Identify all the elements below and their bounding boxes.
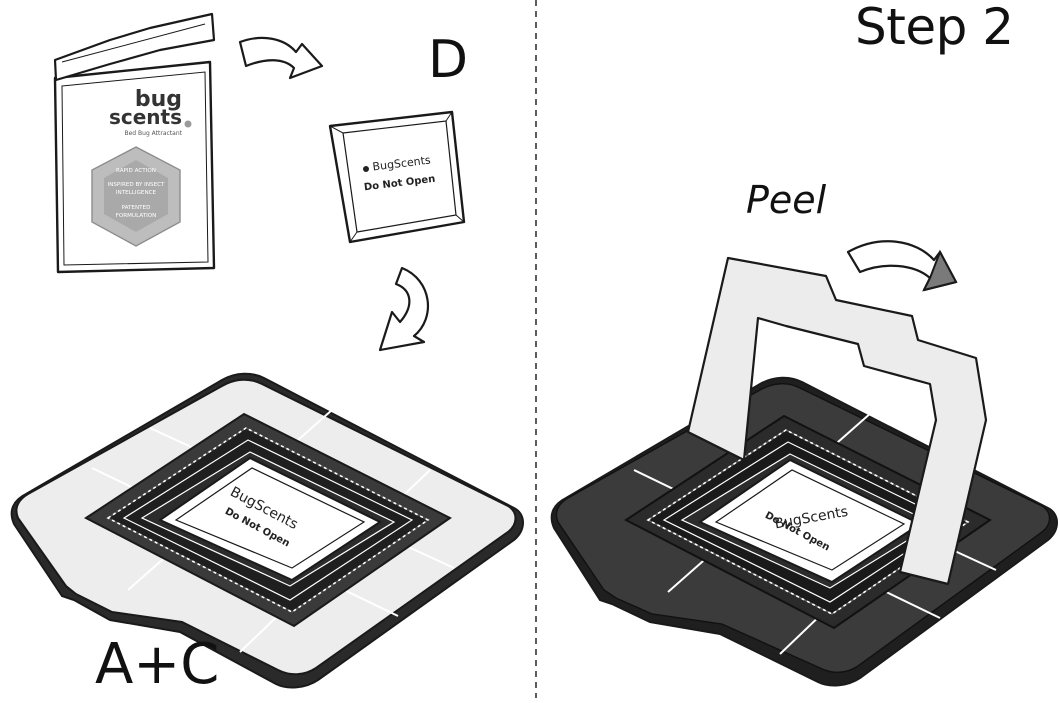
trap-left: BugScents Do Not Open [10, 372, 524, 689]
step-title: Step 2 [855, 0, 1014, 56]
label-peel: Peel [746, 178, 827, 222]
badge-line-2: INSPIRED BY INSECT [108, 182, 165, 188]
badge-line-4: PATENTED [122, 205, 151, 211]
peel-arrow-icon [846, 240, 958, 292]
badge-line-5: FORMULATION [116, 213, 157, 219]
pouch-tagline: Bed Bug Attractant [125, 130, 183, 137]
sachet-d: BugScents Do Not Open [328, 110, 466, 244]
brand-dot-icon [184, 120, 192, 128]
badge-line-1: RAPID ACTION [116, 168, 156, 174]
label-d: D [428, 30, 469, 90]
label-a-plus-c: A+C [95, 632, 220, 697]
badge-line-3: INTELLIGENCE [116, 190, 157, 196]
arrow-down-icon [378, 266, 430, 352]
trap-right: BugScents Do Not Open [550, 256, 1058, 687]
brand-logo-icon [363, 166, 369, 172]
pouch-brand-top: bug [135, 87, 182, 112]
attractant-pouch: bug scents Bed Bug Attractant RAPID ACTI… [53, 12, 216, 274]
pouch-brand-bottom: scents [109, 105, 182, 129]
arrow-right-icon [238, 36, 324, 80]
